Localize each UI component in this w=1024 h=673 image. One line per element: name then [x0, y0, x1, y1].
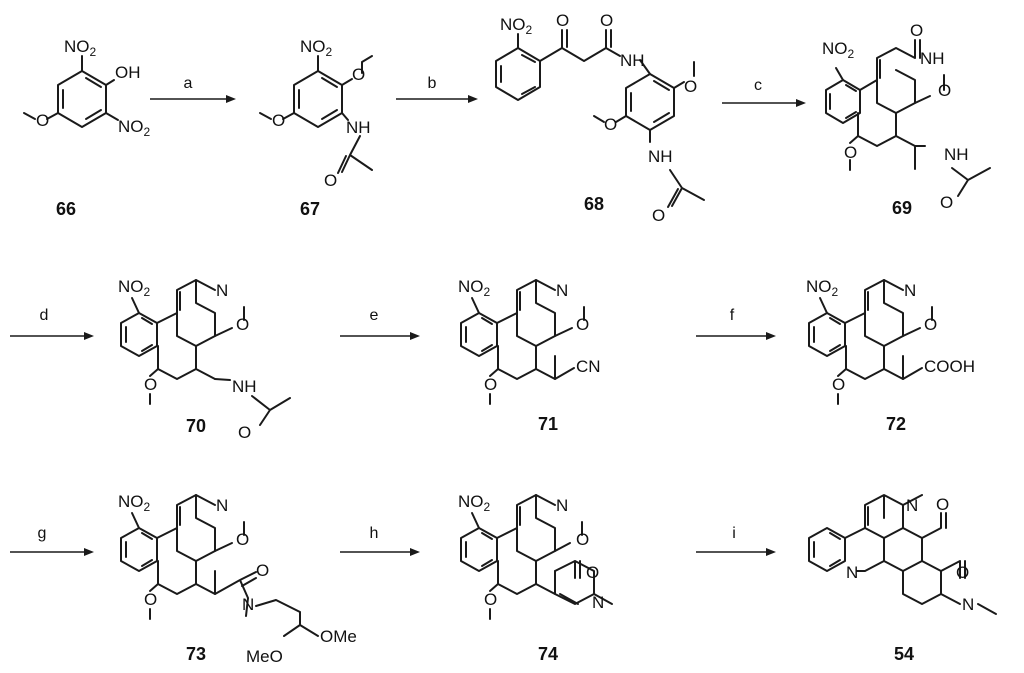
oxygen-label: O	[684, 77, 697, 96]
no2-label: NO2	[500, 15, 533, 37]
nh-label: NH	[944, 145, 969, 164]
structure-70: NO2 N O NH O O	[118, 277, 291, 442]
oxygen-label: O	[556, 11, 569, 30]
structure-73: NO2 N O O N OMe MeO O	[118, 492, 357, 666]
oxygen-label: O	[324, 171, 337, 190]
compound-number-67: 67	[300, 199, 320, 219]
meo-label: MeO	[246, 647, 283, 666]
no2-label: NO2	[118, 492, 151, 514]
oxygen-label: O	[940, 193, 953, 212]
nitrogen-label: N	[962, 595, 974, 614]
oxygen-label: O	[924, 315, 937, 334]
structure-68: NO2 O O NH O NH O O	[495, 11, 705, 225]
arrow-step-d: d	[10, 307, 94, 340]
oxygen-label: O	[956, 563, 969, 582]
oxygen-label: O	[36, 111, 49, 130]
no2-label: NO2	[64, 37, 97, 59]
nitrogen-label: N	[846, 563, 858, 582]
step-label-f: f	[730, 307, 735, 324]
oxygen-label: O	[576, 315, 589, 334]
compound-number-71: 71	[538, 414, 558, 434]
compound-number-69: 69	[892, 198, 912, 218]
oxygen-label: O	[652, 206, 665, 225]
arrow-step-b: b	[396, 75, 478, 103]
arrow-step-i: i	[696, 525, 776, 556]
oxygen-label: O	[256, 561, 269, 580]
oxygen-label: O	[936, 495, 949, 514]
oxygen-label: O	[484, 375, 497, 394]
compound-number-73: 73	[186, 644, 206, 664]
structure-66: NO2 OH NO2 O	[23, 37, 151, 139]
structure-69: NO2 O NH O NH O O	[822, 21, 991, 212]
arrow-step-h: h	[340, 525, 420, 556]
oxygen-label: O	[352, 65, 365, 84]
compound-number-74: 74	[538, 644, 558, 664]
oxygen-label: O	[604, 115, 617, 134]
step-label-e: e	[370, 307, 379, 324]
step-label-b: b	[428, 75, 437, 92]
structure-74: NO2 N O O N O	[458, 492, 613, 620]
no2-label: NO2	[118, 117, 151, 139]
nh-label: NH	[232, 377, 257, 396]
oxygen-label: O	[844, 143, 857, 162]
oxygen-label: O	[600, 11, 613, 30]
nitrogen-label: N	[556, 281, 568, 300]
compound-number-66: 66	[56, 199, 76, 219]
oxygen-label: O	[272, 111, 285, 130]
nitrogen-label: N	[904, 281, 916, 300]
step-label-d: d	[40, 307, 49, 324]
oxygen-label: O	[586, 563, 599, 582]
nh-label: NH	[920, 49, 945, 68]
nh-label: NH	[648, 147, 673, 166]
compound-number-72: 72	[886, 414, 906, 434]
oh-label: OH	[115, 63, 141, 82]
nitrogen-label: N	[216, 281, 228, 300]
oxygen-label: O	[484, 590, 497, 609]
oxygen-label: O	[938, 81, 951, 100]
oxygen-label: O	[236, 530, 249, 549]
structure-54: N O O N N	[808, 494, 997, 615]
no2-label: NO2	[118, 277, 151, 299]
nitrogen-label: N	[216, 496, 228, 515]
oxygen-label: O	[832, 375, 845, 394]
nh-label: NH	[620, 51, 645, 70]
step-label-g: g	[38, 525, 47, 542]
no2-label: NO2	[458, 492, 491, 514]
nitrogen-label: N	[906, 496, 918, 515]
oxygen-label: O	[236, 315, 249, 334]
nitrogen-label: N	[556, 496, 568, 515]
no2-label: NO2	[458, 277, 491, 299]
oxygen-label: O	[910, 21, 923, 40]
no2-label: NO2	[300, 37, 333, 59]
nitrogen-label: N	[242, 595, 254, 614]
compound-number-54: 54	[894, 644, 914, 664]
step-label-h: h	[370, 525, 379, 542]
arrow-step-a: a	[150, 75, 236, 103]
ome-label: OMe	[320, 627, 357, 646]
cooh-label: COOH	[924, 357, 975, 376]
oxygen-label: O	[144, 590, 157, 609]
no2-label: NO2	[822, 39, 855, 61]
compound-number-68: 68	[584, 194, 604, 214]
step-label-a: a	[184, 75, 193, 92]
oxygen-label: O	[238, 423, 251, 442]
oxygen-label: O	[144, 375, 157, 394]
cn-label: CN	[576, 357, 601, 376]
structure-71: NO2 N O CN O	[458, 277, 601, 405]
structure-72: NO2 N O COOH O	[806, 277, 975, 405]
no2-label: NO2	[806, 277, 839, 299]
compound-number-70: 70	[186, 416, 206, 436]
arrow-step-e: e	[340, 307, 420, 340]
nh-label: NH	[346, 118, 371, 137]
arrow-step-g: g	[10, 525, 94, 556]
oxygen-label: O	[576, 530, 589, 549]
arrow-step-c: c	[722, 77, 806, 107]
nitrogen-label: N	[592, 593, 604, 612]
arrow-step-f: f	[696, 307, 776, 340]
step-label-i: i	[732, 525, 736, 542]
step-label-c: c	[754, 77, 762, 94]
structure-67: NO2 O NH O O	[259, 37, 373, 190]
